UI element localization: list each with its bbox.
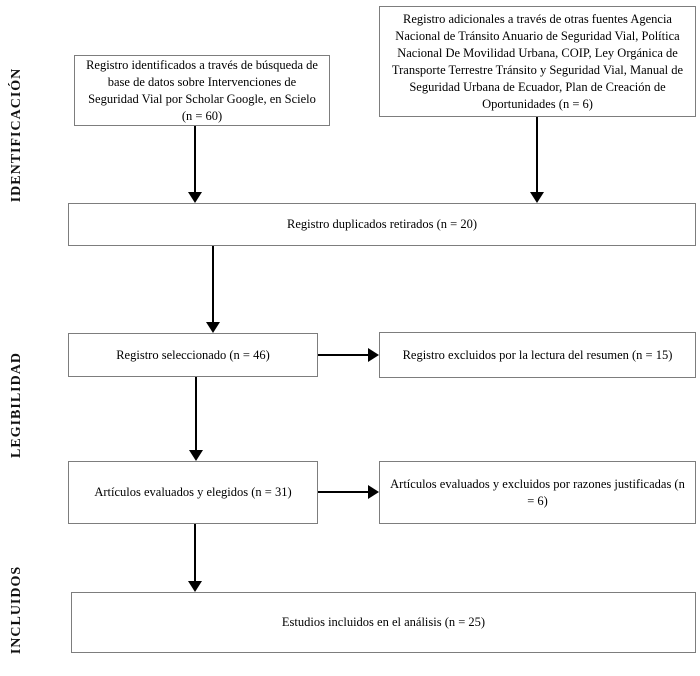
box-excluded-justified: Artículos evaluados y excluidos por razo… — [379, 461, 696, 524]
box-excluded-justified-text: Artículos evaluados y excluidos por razo… — [390, 476, 685, 508]
box-database-search: Registro identificados a través de búsqu… — [74, 55, 330, 126]
arrow-shaft — [318, 491, 368, 493]
arrow-shaft — [212, 246, 214, 322]
arrow-head — [188, 581, 202, 592]
arrow-shaft — [536, 117, 538, 192]
arrow-shaft — [195, 377, 197, 450]
arrow-shaft — [194, 524, 196, 581]
box-articles-evaluated-text: Artículos evaluados y elegidos (n = 31) — [94, 485, 292, 499]
arrow-shaft — [194, 126, 196, 192]
arrow-shaft — [318, 354, 368, 356]
box-duplicates-removed: Registro duplicados retirados (n = 20) — [68, 203, 696, 246]
box-other-sources-text: Registro adicionales a través de otras f… — [391, 11, 684, 111]
box-excluded-by-abstract-text: Registro excluidos por la lectura del re… — [402, 347, 673, 362]
arrow-head — [368, 348, 379, 362]
box-other-sources: Registro adicionales a través de otras f… — [379, 6, 696, 117]
arrow-head — [189, 450, 203, 461]
arrow-head — [206, 322, 220, 333]
box-records-selected-text: Registro seleccionado (n = 46) — [116, 347, 270, 362]
box-database-search-text: Registro identificados a través de búsqu… — [86, 57, 318, 123]
box-excluded-by-abstract: Registro excluidos por la lectura del re… — [379, 332, 696, 378]
box-records-selected: Registro seleccionado (n = 46) — [68, 333, 318, 377]
stage-label-incluidos: INCLUIDOS — [9, 565, 24, 655]
arrow-head — [368, 485, 379, 499]
arrow-head — [188, 192, 202, 203]
box-included-in-analysis-text: Estudios incluidos en el análisis (n = 2… — [281, 615, 486, 629]
box-articles-evaluated: Artículos evaluados y elegidos (n = 31) — [68, 461, 318, 524]
box-duplicates-removed-text: Registro duplicados retirados (n = 20) — [287, 217, 477, 231]
stage-label-legibilidad: LEGIBILIDAD — [9, 352, 24, 458]
arrow-head — [530, 192, 544, 203]
box-included-in-analysis: Estudios incluidos en el análisis (n = 2… — [71, 592, 696, 653]
stage-label-identificacion: IDENTIFICACIÓN — [9, 67, 24, 203]
